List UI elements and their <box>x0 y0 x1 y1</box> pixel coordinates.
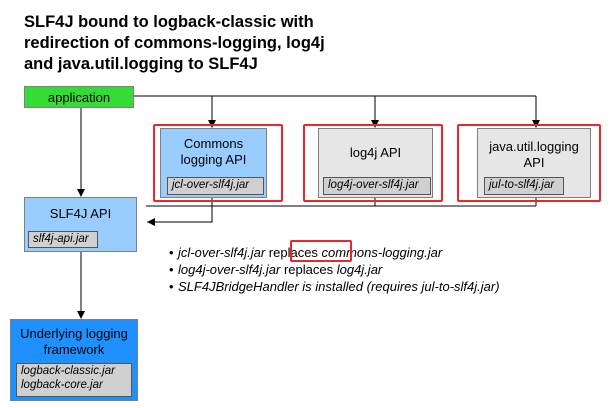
commons-label-line-1: Commons <box>183 136 244 151</box>
logback-core-jar: logback-core.jar <box>21 379 103 391</box>
jul-label-line-1: java.util.logging <box>489 139 579 154</box>
log4j-highlight <box>303 124 443 202</box>
note-log4j: log4j-over-slf4j.jar replaces log4j.jar <box>169 261 500 278</box>
jul-label-line-2: API <box>523 155 545 170</box>
logback-classic-jar: logback-classic.jar <box>21 365 115 377</box>
underlying-framework-box: Underlying logging framework logback-cla… <box>10 319 138 401</box>
note-jul-requirement: (requires jul-to-slf4j.jar) <box>363 279 500 294</box>
slf4j-api-box: SLF4J API slf4j-api.jar <box>24 197 137 252</box>
note-jul-handler: SLF4JBridgeHandler <box>178 279 303 294</box>
diagram-title: SLF4J bound to logback-classic with redi… <box>24 12 444 75</box>
note-jul-keyword: is installed <box>302 279 363 294</box>
replaces-highlight <box>290 240 352 262</box>
slf4j-api-jar: slf4j-api.jar <box>28 231 98 248</box>
log4j-over-slf4j-jar: log4j-over-slf4j.jar <box>323 177 431 195</box>
logback-jars: logback-classic.jar logback-core.jar <box>16 363 132 397</box>
jcl-over-slf4j-jar: jcl-over-slf4j.jar <box>167 177 264 195</box>
log4j-api-label: log4j API <box>349 145 402 160</box>
commons-logging-box: Commons logging API jcl-over-slf4j.jar <box>160 128 267 198</box>
log4j-api-box: log4j API log4j-over-slf4j.jar <box>318 128 433 198</box>
application-label: application <box>47 90 111 105</box>
note-jcl-jar: jcl-over-slf4j.jar <box>178 245 269 260</box>
slf4j-api-label: SLF4J API <box>49 206 112 221</box>
note-log4j-keyword: replaces <box>283 262 334 277</box>
title-line-3: and java.util.logging to SLF4J <box>24 55 258 73</box>
commons-label-line-2: logging API <box>180 152 247 167</box>
underlying-framework-label: Underlying logging framework <box>11 326 137 358</box>
note-log4j-jar: log4j-over-slf4j.jar <box>178 262 284 277</box>
note-log4j-target: log4j.jar <box>333 262 383 277</box>
jul-to-slf4j-jar: jul-to-slf4j.jar <box>484 177 564 195</box>
underlying-label-line-2: framework <box>43 342 105 357</box>
commons-logging-label: Commons logging API <box>161 136 266 168</box>
jul-api-label: java.util.logging API <box>478 139 590 171</box>
commons-highlight <box>153 124 283 202</box>
title-line-2: redirection of commons-logging, log4j <box>24 34 325 52</box>
title-line-1: SLF4J bound to logback-classic with <box>24 13 314 31</box>
jul-highlight <box>457 124 601 202</box>
note-jul: SLF4JBridgeHandler is installed (require… <box>169 278 500 295</box>
note-jcl-keyword: replaces <box>268 245 318 260</box>
bridge-join <box>147 206 213 226</box>
underlying-label-line-1: Underlying logging <box>20 326 128 341</box>
jul-api-box: java.util.logging API jul-to-slf4j.jar <box>477 128 591 198</box>
application-box: application <box>24 86 134 108</box>
